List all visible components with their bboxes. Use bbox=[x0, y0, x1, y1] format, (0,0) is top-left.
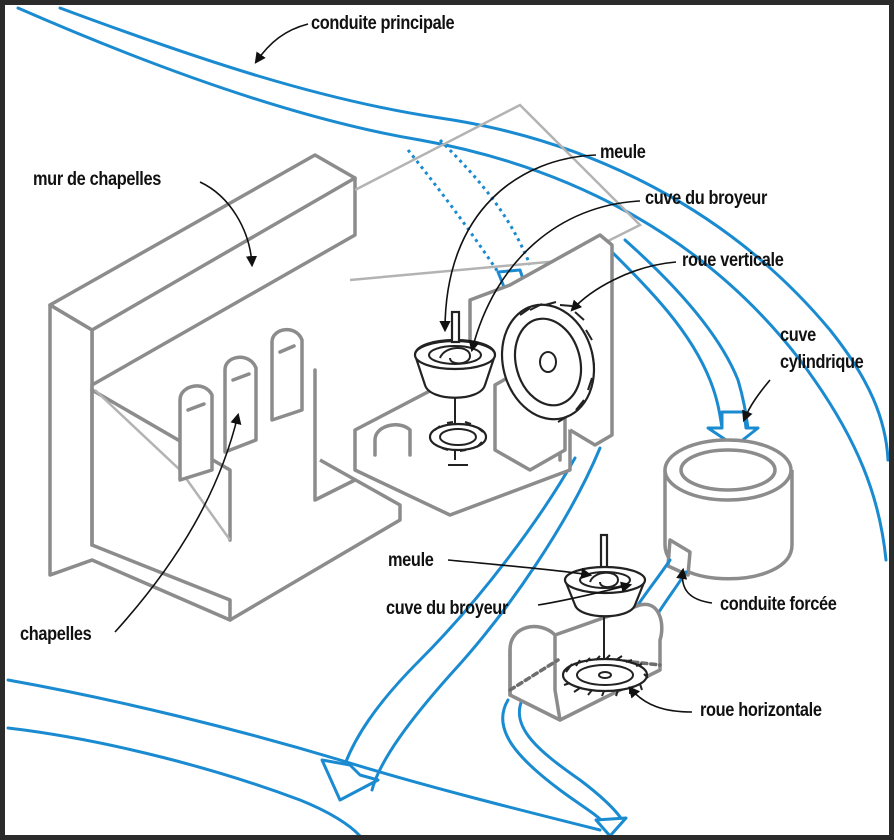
label-cuve-cylindrique-2: cylindrique bbox=[780, 352, 864, 373]
chapels bbox=[178, 328, 304, 482]
horizontal-wheel bbox=[561, 654, 649, 697]
label-cuve-du-broyeur-bottom: cuve du broyeur bbox=[386, 598, 508, 619]
label-meule-bottom: meule bbox=[388, 550, 434, 571]
label-conduite-principale: conduite principale bbox=[311, 13, 455, 34]
label-meule-top: meule bbox=[600, 142, 646, 163]
outflow-horizontal-wheel bbox=[501, 698, 628, 838]
outflow-vertical-wheel bbox=[320, 446, 602, 802]
label-roue-horizontale: roue horizontale bbox=[700, 700, 822, 721]
label-cuve-du-broyeur-top: cuve du broyeur bbox=[645, 188, 767, 209]
vertical-wheel bbox=[500, 301, 596, 423]
label-chapelles: chapelles bbox=[20, 624, 92, 645]
leader-lines bbox=[114, 23, 771, 713]
label-cuve-cylindrique-1: cuve bbox=[780, 325, 816, 346]
upper-grinder bbox=[413, 310, 497, 466]
lower-channel bbox=[6, 678, 602, 838]
main-channel bbox=[16, 6, 890, 562]
cylindrical-tank bbox=[663, 438, 794, 581]
label-conduite-forcee: conduite forcée bbox=[720, 594, 837, 615]
label-mur-de-chapelles: mur de chapelles bbox=[33, 169, 162, 190]
label-roue-verticale: roue verticale bbox=[682, 250, 784, 271]
